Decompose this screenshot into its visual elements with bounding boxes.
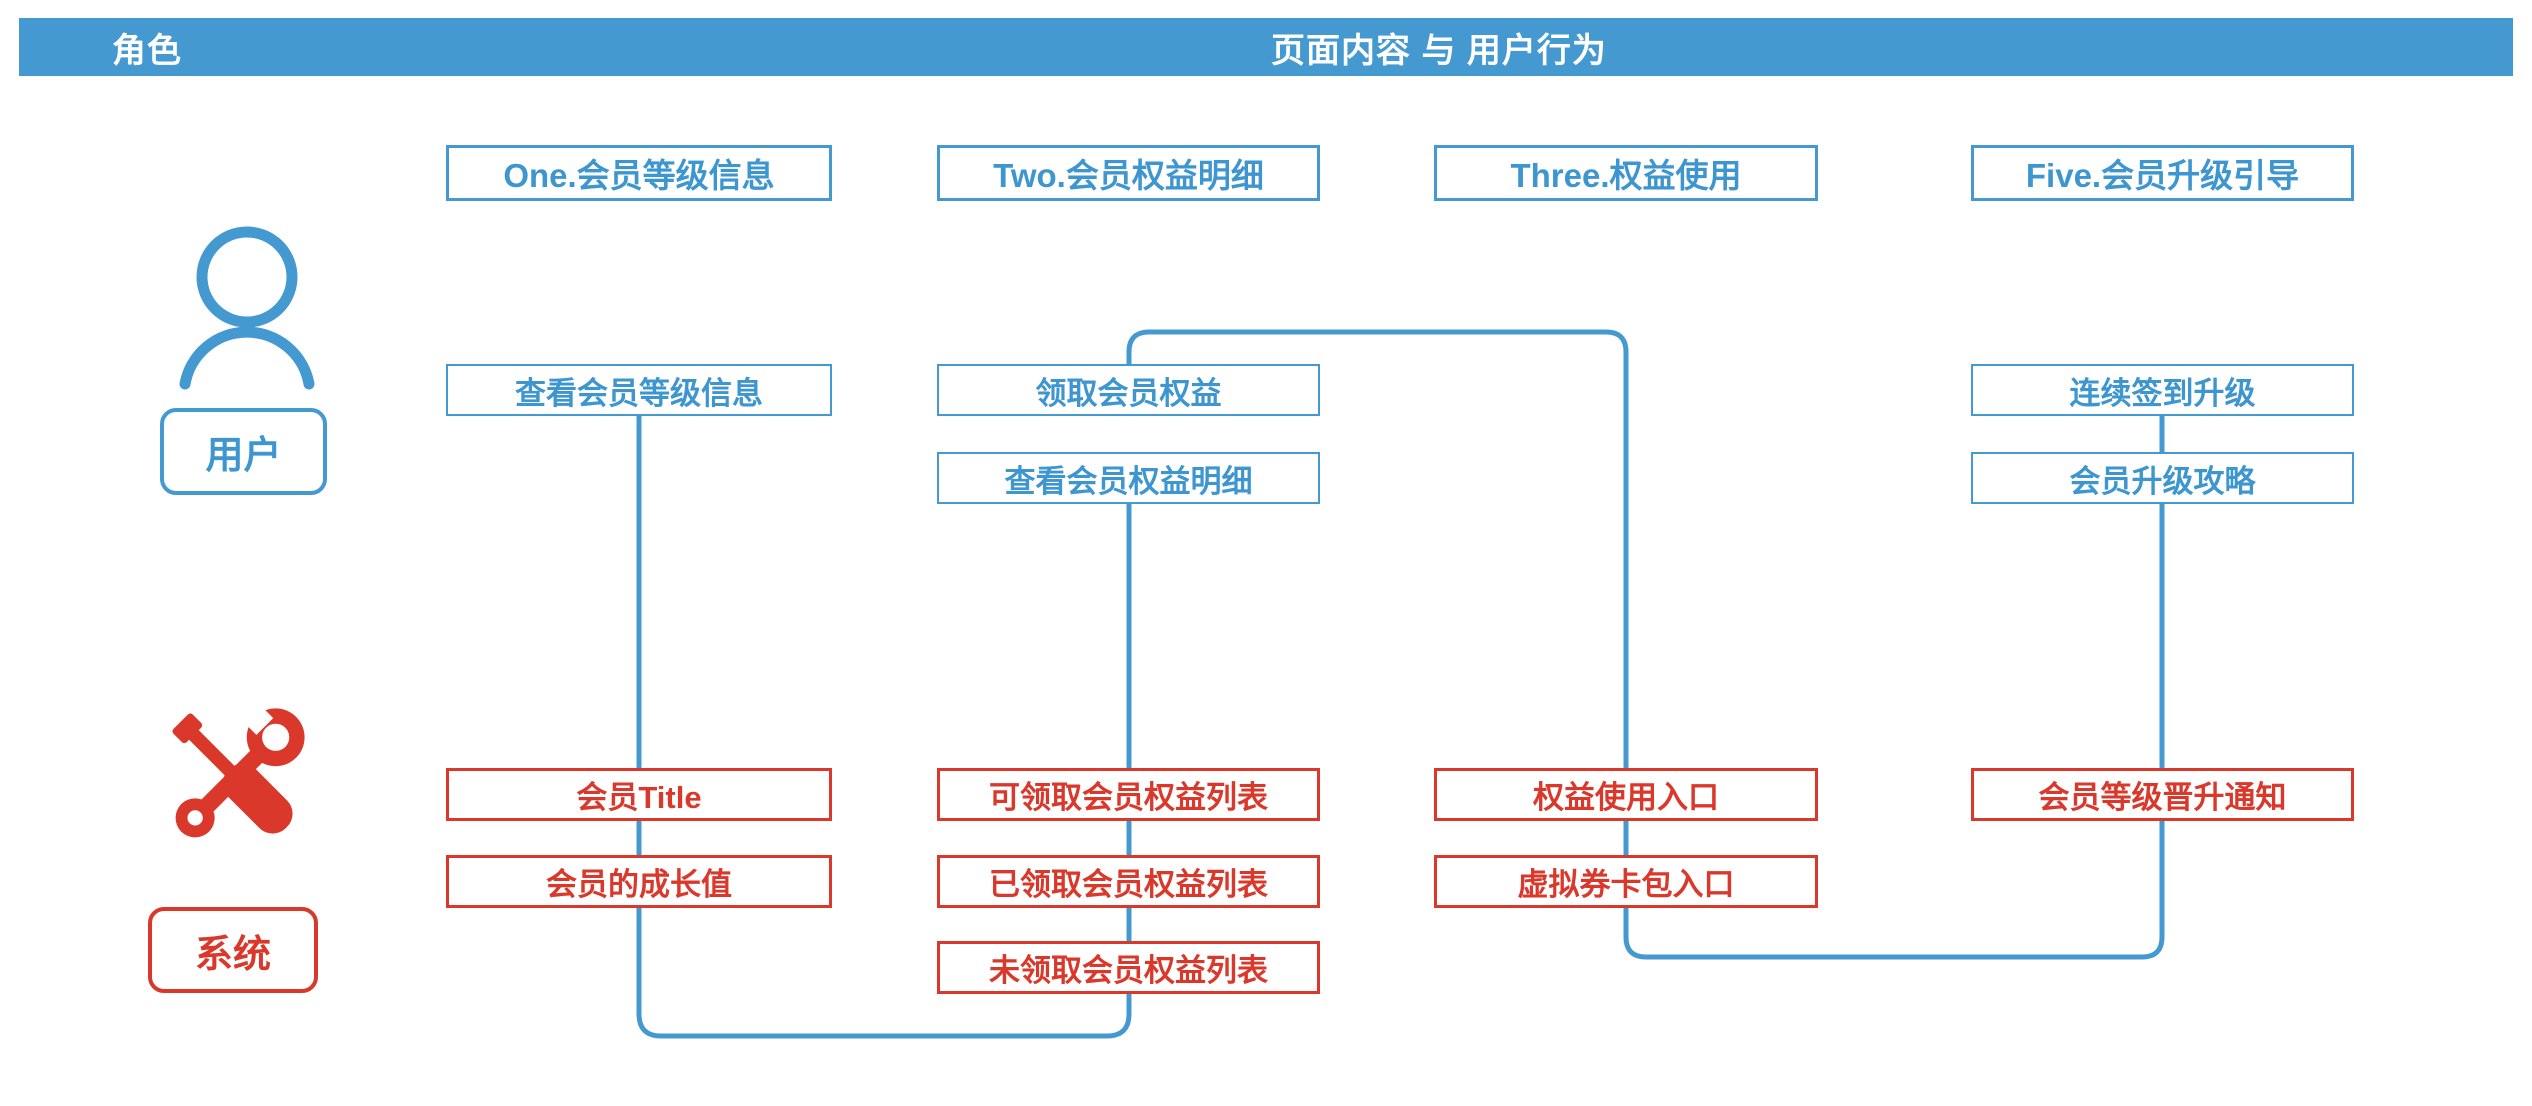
system-output-claimable-list: 可领取会员权益列表 [937,768,1320,821]
system-output-level-up-notice: 会员等级晋升通知 [1971,768,2354,821]
role-header-label: 角色 [112,31,182,70]
system-output-voucher-wallet-entry: 虚拟券卡包入口 [1434,855,1818,908]
user-action-view-level-info: 查看会员等级信息 [446,364,832,416]
system-output-growth-value: 会员的成长值 [446,855,832,908]
actor-system-label-text: 系统 [194,933,271,976]
system-output-member-title: 会员Title [446,768,832,821]
actor-user-label: 用户 [160,408,327,495]
user-action-claim-benefits: 领取会员权益 [937,364,1320,416]
person-shoulders [179,326,315,390]
actor-system-label: 系统 [148,907,318,993]
person-icon [179,226,315,390]
user-action-upgrade-guide: 会员升级攻略 [1971,452,2354,504]
page-box-one: One.会员等级信息 [446,145,832,201]
user-action-view-benefit-detail: 查看会员权益明细 [937,452,1320,504]
page-box-three: Three.权益使用 [1434,145,1818,201]
page-box-five: Five.会员升级引导 [1971,145,2354,201]
actor-user-label-text: 用户 [205,435,282,477]
page-box-two: Two.会员权益明细 [937,145,1320,201]
tools-icon [172,697,305,838]
header-bar [19,18,2513,76]
system-output-benefit-use-entry: 权益使用入口 [1434,768,1818,821]
connector-two-to-three-to-five [1126,329,2165,960]
person-head [196,226,298,328]
system-output-claimed-list: 已领取会员权益列表 [937,855,1320,908]
user-action-signin-upgrade: 连续签到升级 [1971,364,2354,416]
connector-one-to-two-loop [636,416,1132,1039]
content-header-label: 页面内容 与 用户行为 [1271,31,1607,70]
system-output-unclaimed-list: 未领取会员权益列表 [937,941,1320,994]
wrench-cutouts [187,697,290,826]
